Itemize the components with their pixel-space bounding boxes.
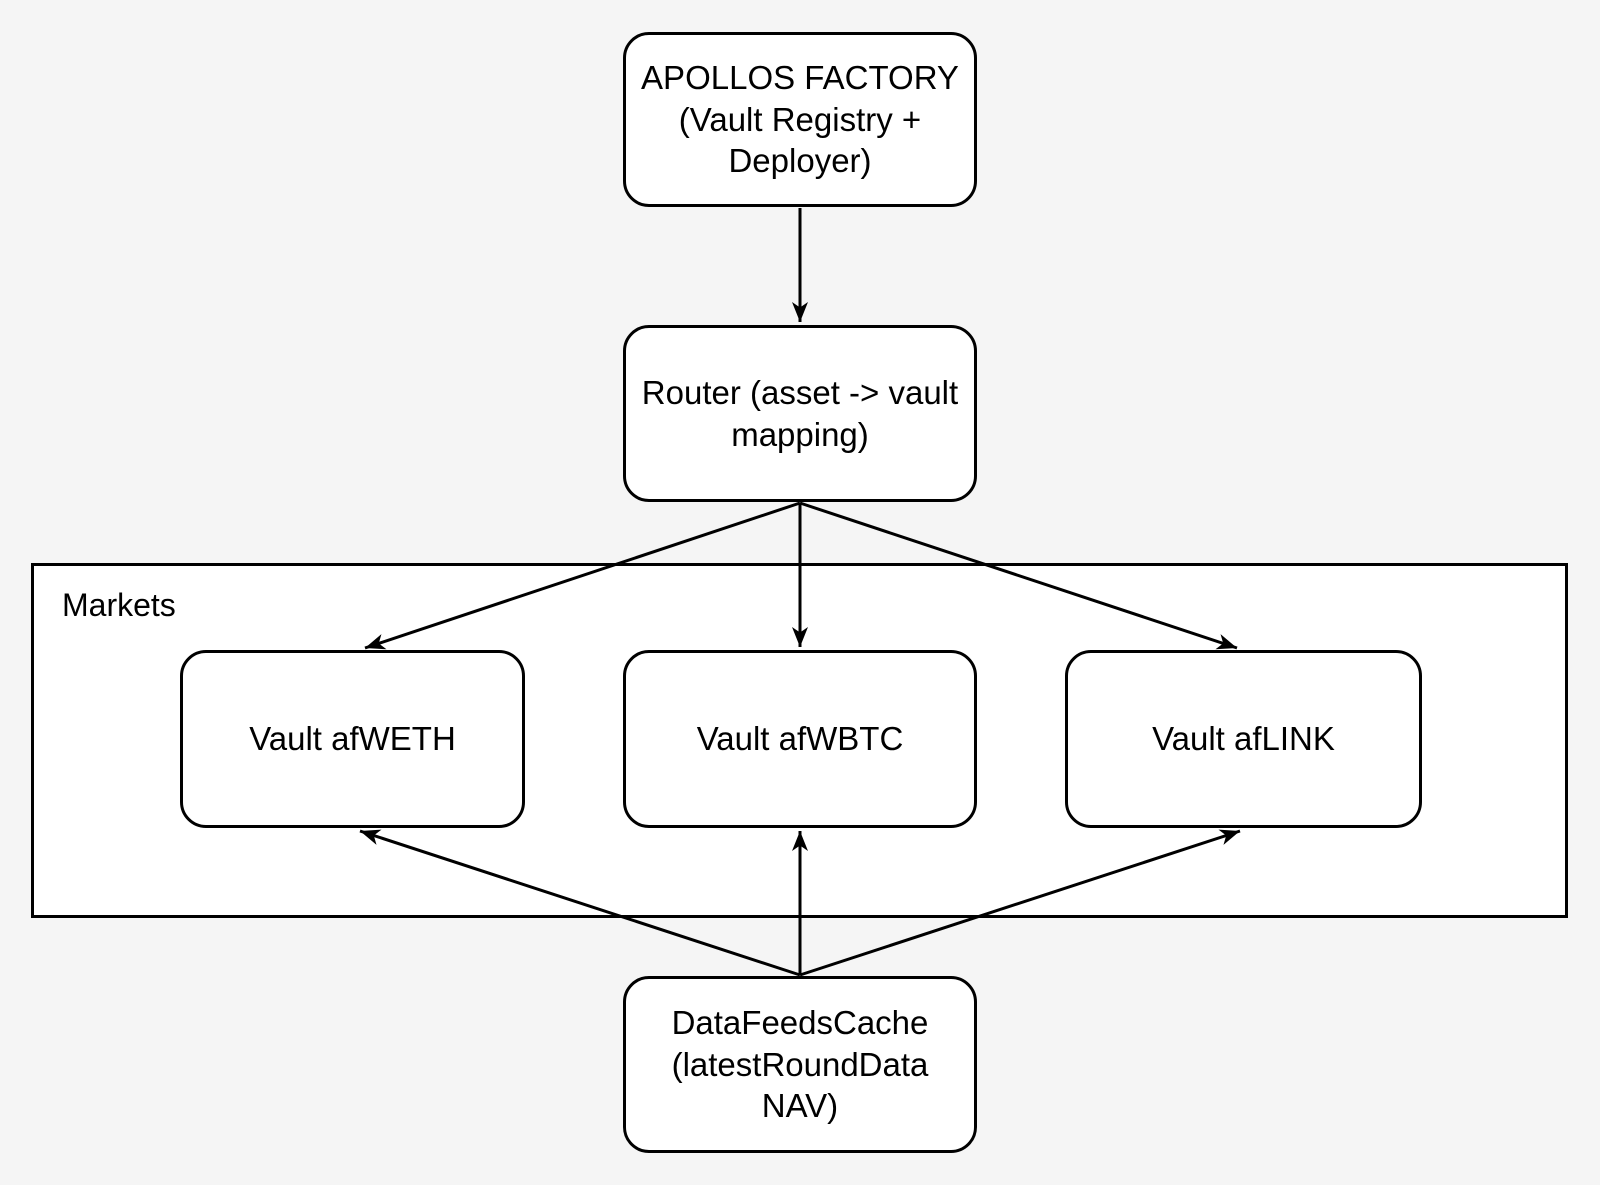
node-vault-aflink: Vault afLINK xyxy=(1065,650,1422,828)
node-router-label: Router (asset -> vault mapping) xyxy=(641,373,959,453)
node-apollos-factory-label: APOLLOS FACTORY (Vault Registry + Deploy… xyxy=(641,58,959,180)
node-vault-afweth: Vault afWETH xyxy=(180,650,525,828)
node-datafeedscache: DataFeedsCache (latestRoundData NAV) xyxy=(623,976,977,1153)
node-vault-afwbtc: Vault afWBTC xyxy=(623,650,977,828)
node-vault-afwbtc-label: Vault afWBTC xyxy=(696,720,904,758)
node-router: Router (asset -> vault mapping) xyxy=(623,325,977,502)
node-vault-afweth-label: Vault afWETH xyxy=(249,720,456,758)
node-vault-aflink-label: Vault afLINK xyxy=(1152,720,1335,758)
node-apollos-factory: APOLLOS FACTORY (Vault Registry + Deploy… xyxy=(623,32,977,207)
node-datafeedscache-label: DataFeedsCache (latestRoundData NAV) xyxy=(671,1003,929,1125)
markets-group-label: Markets xyxy=(62,587,176,623)
